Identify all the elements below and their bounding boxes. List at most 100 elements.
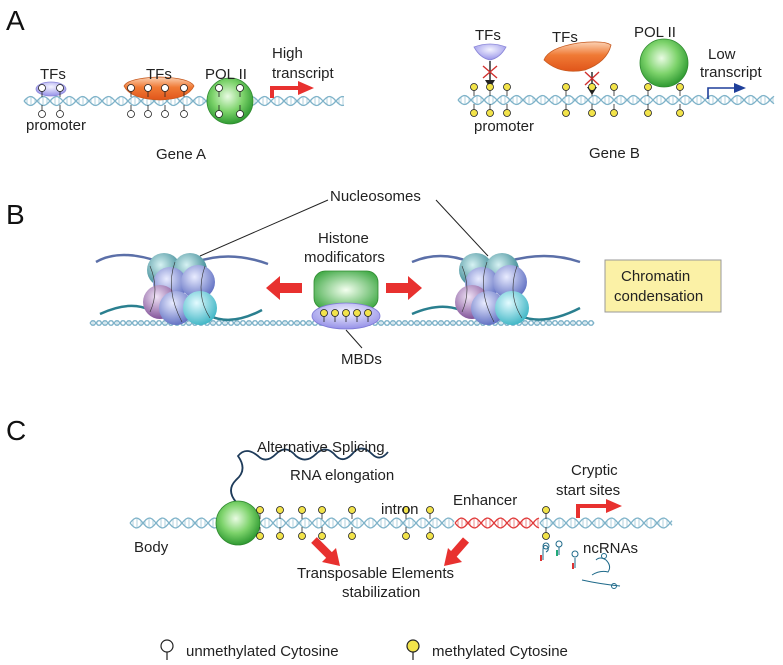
- methylated-cytosine: [562, 109, 570, 117]
- dna-c-right-strand-2: [539, 517, 673, 529]
- methylated-cytosine: [644, 83, 652, 91]
- methylated-cytosine: [503, 83, 511, 91]
- methylated-cytosine: [298, 506, 306, 514]
- unmethylated-cytosine: [56, 110, 64, 118]
- unmethylated-cytosines-gene-a: [38, 84, 244, 118]
- panel-a-letter: A: [6, 5, 25, 36]
- dna-a-strand-2: [23, 95, 345, 107]
- cryptic-start-arrow: [576, 504, 608, 518]
- dna-c-enhancer-strand-2: [454, 517, 540, 529]
- chromatin-label-2: condensation: [614, 288, 703, 305]
- histone-label-1: Histone: [318, 230, 369, 247]
- gene-b-title: Gene B: [589, 145, 640, 162]
- dna-helix-gene-a: [23, 95, 345, 107]
- mbds-label: MBDs: [341, 351, 382, 368]
- unmethylated-cytosine: [180, 84, 188, 92]
- dna-helix-gene-b: [457, 94, 775, 106]
- methylated-cytosine: [298, 532, 306, 540]
- unmethylated-cytosine: [215, 110, 223, 118]
- unmethylated-cytosine: [38, 110, 46, 118]
- methylated-cytosine: [402, 532, 410, 540]
- gene-a-pol-label: POL II: [205, 66, 247, 83]
- methylated-cytosine: [353, 309, 361, 317]
- high-transcript-arrow: [270, 86, 300, 98]
- panel-c-letter: C: [6, 415, 26, 446]
- histone-arrow-right: [386, 276, 422, 300]
- legend-unmethylated-icon: [160, 639, 174, 660]
- methylated-cytosine: [503, 109, 511, 117]
- unmethylated-cytosine: [127, 84, 135, 92]
- high-transcript-arrowhead: [298, 81, 314, 95]
- methylated-cytosine: [562, 83, 570, 91]
- unmethylated-cytosine: [161, 110, 169, 118]
- body-label: Body: [134, 539, 169, 556]
- gene-a-title: Gene A: [156, 146, 206, 163]
- methylated-cytosine: [276, 532, 284, 540]
- dna-b-strand-2: [457, 94, 775, 106]
- unmethylated-cytosine: [215, 84, 223, 92]
- gene-a-tfs-2-label: TFs: [146, 66, 172, 83]
- methylated-cytosine: [364, 309, 372, 317]
- gene-a-transcript-2-label: transcript: [272, 65, 335, 82]
- te-label-2: stabilization: [342, 584, 420, 601]
- unmethylated-cytosine: [161, 84, 169, 92]
- methylated-cytosine: [402, 506, 410, 514]
- dna-c-enhancer-strand-1: [454, 517, 540, 529]
- unmethylated-cytosine: [144, 110, 152, 118]
- intron-label: intron: [381, 501, 419, 518]
- methylated-cytosine: [348, 506, 356, 514]
- methylated-cytosine: [470, 83, 478, 91]
- methylated-cytosine: [486, 83, 494, 91]
- methylated-cytosine: [342, 309, 350, 317]
- unmethylated-cytosine: [144, 84, 152, 92]
- methylated-cytosine: [256, 532, 264, 540]
- nucleosome-right: [455, 253, 529, 325]
- dna-helix-panel-c: [129, 517, 673, 529]
- legend-unmethylated-label: unmethylated Cytosine: [186, 643, 339, 660]
- methylated-cytosine: [426, 506, 434, 514]
- low-transcript-arrow: [707, 87, 736, 99]
- methylated-cytosine: [676, 83, 684, 91]
- dna-c-right-strand-1: [539, 517, 673, 529]
- te-arrow-right: [444, 537, 470, 566]
- legend-methylated-label: methylated Cytosine: [432, 643, 568, 660]
- panel-b-letter: B: [6, 199, 25, 230]
- chromatin-condensation-box: [604, 259, 722, 313]
- pol-ii-gene-b: [639, 38, 689, 88]
- gene-b-promoter-label: promoter: [474, 118, 534, 135]
- methylated-cytosine: [610, 109, 618, 117]
- unmethylated-cytosine: [180, 110, 188, 118]
- methylated-cytosine: [331, 309, 339, 317]
- methylated-cytosine: [256, 506, 264, 514]
- methylated-cytosine: [542, 532, 550, 540]
- nucleosome-pointer-right: [435, 199, 489, 257]
- cryptic-label-2: start sites: [556, 482, 620, 499]
- methylated-cytosine: [348, 532, 356, 540]
- histone-label-2: modificators: [304, 249, 385, 266]
- unmethylated-cytosine: [38, 84, 46, 92]
- gene-b-tfs-2-label: TFs: [552, 29, 578, 46]
- tf-complex-gene-b: [543, 41, 612, 95]
- gene-a-tfs-1-label: TFs: [40, 66, 66, 83]
- rna-strand: [230, 447, 389, 503]
- chromatin-label-1: Chromatin: [621, 268, 690, 285]
- dna-b-strand-1: [457, 94, 775, 106]
- legend-methylated-icon: [406, 639, 420, 660]
- pol-ii-body: [215, 500, 261, 546]
- ncrna-color-marks: [540, 550, 574, 569]
- rna-elongation-label: RNA elongation: [290, 467, 394, 484]
- ncrnas-label: ncRNAs: [583, 540, 638, 557]
- gene-a-promoter-label: promoter: [26, 117, 86, 134]
- cryptic-start-arrowhead: [606, 499, 622, 513]
- methylated-cytosine: [588, 83, 596, 91]
- pol-ii-gene-a: [206, 77, 254, 125]
- methylated-cytosine: [676, 109, 684, 117]
- methylated-cytosine: [318, 506, 326, 514]
- te-label-1: Transposable Elements: [297, 565, 454, 582]
- dna-c-left-strand-2: [129, 517, 455, 529]
- gene-b-tfs-1-label: TFs: [475, 27, 501, 44]
- unmethylated-cytosine: [127, 110, 135, 118]
- methylated-cytosine: [426, 532, 434, 540]
- gene-b-transcript-1-label: Low: [708, 46, 736, 63]
